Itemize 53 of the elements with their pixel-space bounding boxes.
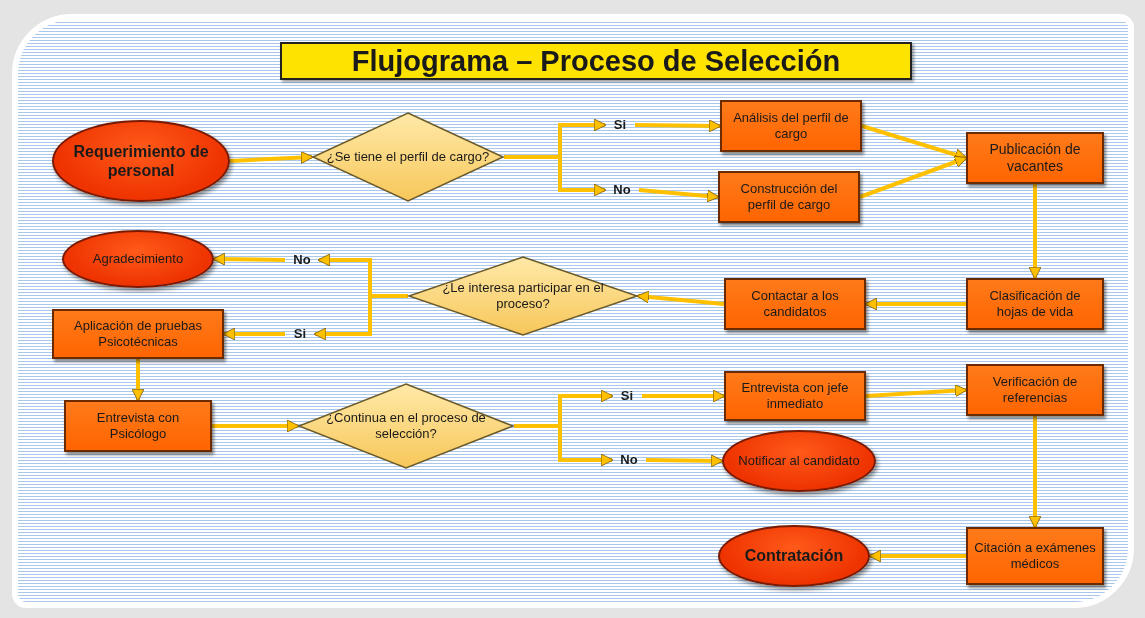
- process-box: [52, 309, 224, 359]
- arrow: [212, 419, 300, 433]
- arrow: [859, 155, 968, 199]
- node-label: Notificar al candidato: [737, 453, 861, 469]
- node-label: Requerimiento de personal: [72, 141, 210, 181]
- arrow: [861, 124, 968, 161]
- node-label: Publicación de vacantes: [988, 141, 1082, 175]
- process-box: [64, 400, 212, 452]
- branch-label: No: [612, 450, 646, 470]
- process-box: [724, 278, 866, 330]
- process-box: [724, 371, 866, 421]
- decision-diamond: [312, 112, 504, 202]
- branch-label: Si: [285, 324, 315, 344]
- branch-label: No: [285, 250, 319, 270]
- branch-label: Si: [612, 386, 642, 406]
- arrow: [645, 454, 724, 468]
- node-label: ¿Le interesa participar en el proceso?: [441, 280, 605, 312]
- process-box: [720, 100, 862, 152]
- process-box: [966, 278, 1104, 330]
- node-label: Análisis del perfil de cargo: [732, 110, 850, 142]
- arrow: [212, 252, 286, 266]
- node-label: Contratación: [743, 546, 845, 566]
- arrow: [865, 384, 968, 398]
- arrow: [642, 389, 726, 403]
- branch-label: No: [605, 180, 639, 200]
- process-box: [966, 132, 1104, 184]
- node-label: Construcción del perfil de cargo: [739, 181, 839, 213]
- node-label: ¿Se tiene el perfil de cargo?: [325, 149, 491, 165]
- node-label: Verificación de referencias: [991, 374, 1079, 406]
- arrow: [636, 290, 725, 306]
- process-box: [966, 527, 1104, 585]
- arrow: [1028, 184, 1042, 280]
- decision-diamond: [408, 256, 638, 336]
- arrow: [229, 151, 314, 164]
- node-label: Agradecimiento: [91, 251, 185, 267]
- node-label: Entrevista con jefe inmediato: [740, 380, 850, 412]
- diagram-title: Flujograma – Proceso de Selección: [280, 42, 912, 80]
- arrow: [131, 359, 145, 402]
- node-label: Citación a exámenes médicos: [973, 540, 1097, 572]
- node-label: Entrevista con Psicólogo: [95, 410, 181, 442]
- arrow: [638, 188, 720, 203]
- node-label: Contactar a los candidatos: [750, 288, 840, 320]
- node-label: Clasificación de hojas de vida: [988, 288, 1082, 320]
- arrow: [1028, 416, 1042, 529]
- arrow: [514, 424, 614, 467]
- node-label: ¿Continua en el proceso de selección?: [325, 410, 487, 442]
- arrow: [868, 549, 966, 563]
- node-label: Aplicación de pruebas Psicotécnicas: [73, 318, 203, 350]
- process-box: [718, 171, 860, 223]
- branch-label: Si: [605, 115, 635, 135]
- decision-diamond: [298, 383, 514, 469]
- arrow: [634, 119, 722, 133]
- process-box: [966, 364, 1104, 416]
